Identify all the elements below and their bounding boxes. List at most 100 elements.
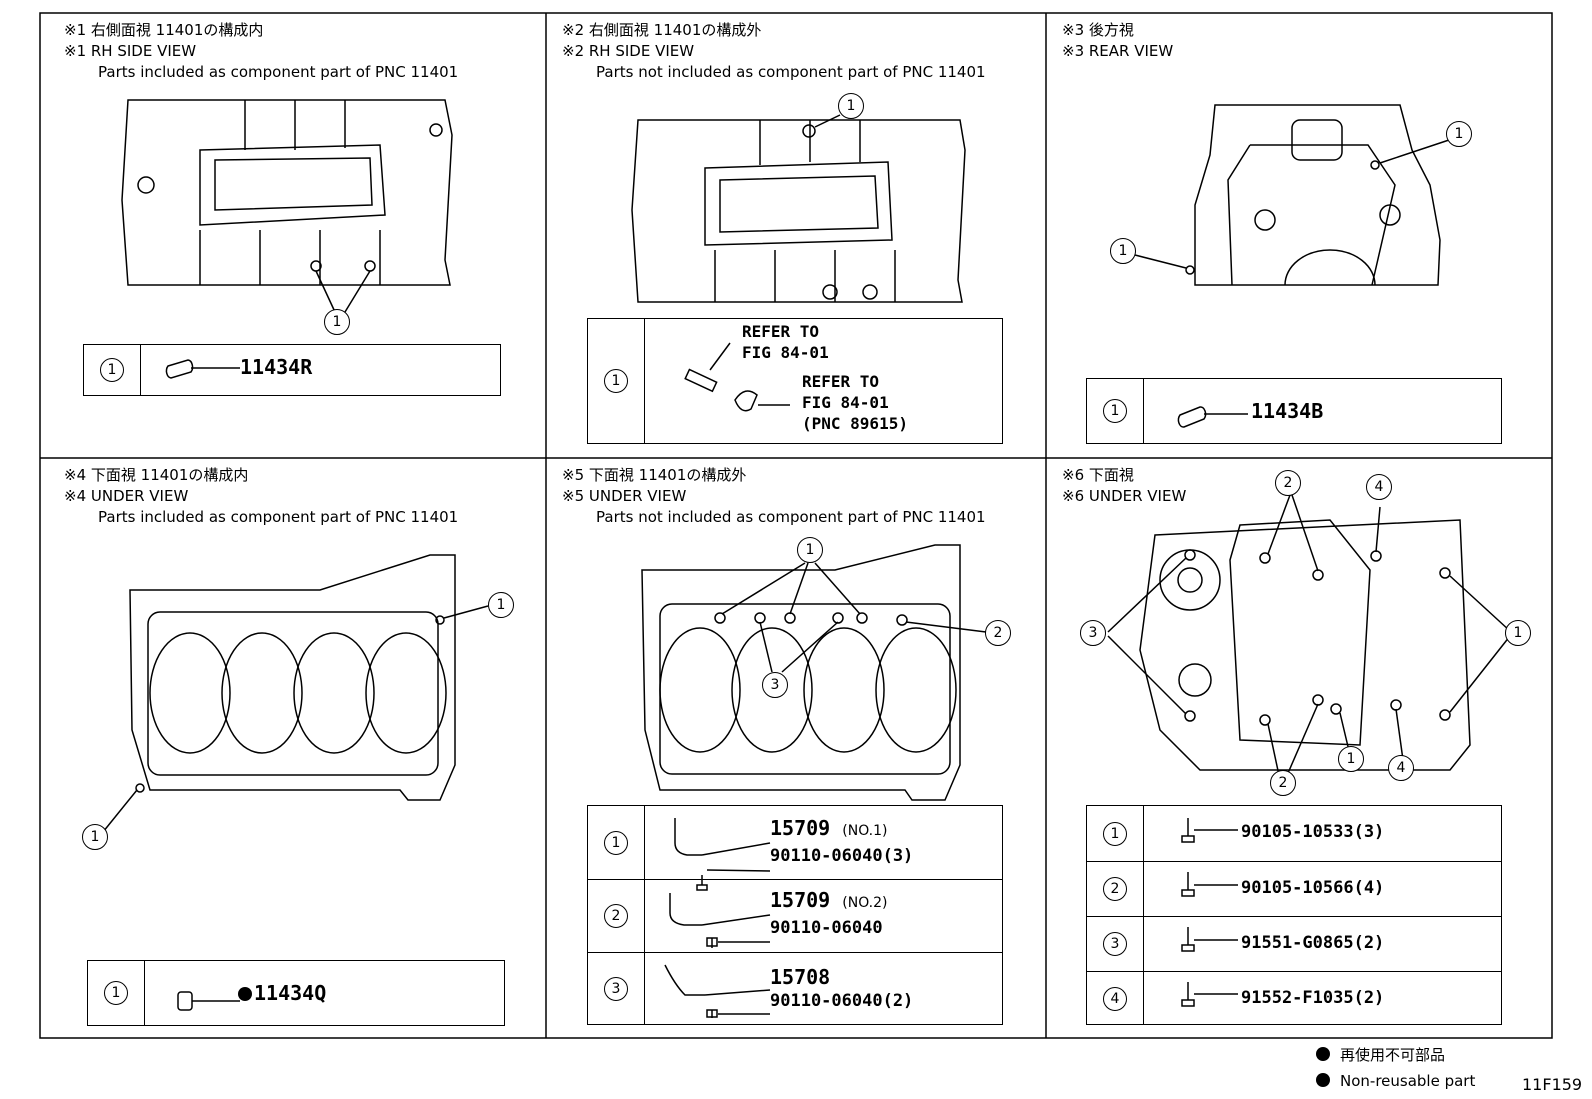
table-row: 1 11434B <box>1087 379 1501 443</box>
cylinder-block-under-4 <box>102 554 489 833</box>
item-number: 2 <box>1103 877 1127 901</box>
table-row: 2 90105-10566(4) <box>1087 861 1501 916</box>
panel-frame <box>39 12 1553 1039</box>
table-row: 1 REFER TO FIG 84-01 REFER TO FIG 84-01 … <box>588 319 1002 443</box>
callout-1: 1 <box>1505 620 1531 646</box>
callout-2: 2 <box>1275 470 1301 496</box>
view-header: ※3 後方視 ※3 REAR VIEW <box>1062 20 1173 62</box>
refer-to-fig[interactable]: REFER TO FIG 84-01 <box>742 322 829 362</box>
callout-4: 4 <box>1388 755 1414 781</box>
table-row: 3 91551-G0865(2) <box>1087 916 1501 971</box>
table-row: 1 15709 (NO.1) 90110-06040(3) <box>588 806 1002 879</box>
cylinder-block-under-5 <box>641 544 987 801</box>
refer-to-fig-pnc[interactable]: REFER TO FIG 84-01 (PNC 89615) <box>802 372 908 433</box>
view-header: ※4 下面視 11401の構成内 ※4 UNDER VIEW Parts inc… <box>64 465 458 528</box>
part-number[interactable]: 90105-10566(4) <box>1241 878 1385 898</box>
bolt-sketches <box>1181 818 1238 1007</box>
view-title-jp: ※5 下面視 11401の構成外 <box>562 466 747 484</box>
parts-table: 1 15709 (NO.1) 90110-06040(3) 2 15709 (N… <box>587 805 1003 1025</box>
view-description: Parts included as component part of PNC … <box>98 508 459 526</box>
view-title-en: ※4 UNDER VIEW <box>64 487 189 505</box>
view-title-en: ※6 UNDER VIEW <box>1062 487 1187 505</box>
view-header: ※6 下面視 ※6 UNDER VIEW <box>1062 465 1186 507</box>
view-title-jp: ※4 下面視 11401の構成内 <box>64 466 249 484</box>
callout-3: 3 <box>1080 620 1106 646</box>
callout-3: 3 <box>762 672 788 698</box>
view-description: Parts not included as component part of … <box>596 63 986 81</box>
bolt-number[interactable]: 90110-06040 <box>770 918 883 938</box>
part-number-text: 11434Q <box>254 981 327 1005</box>
oil-jet-sketches <box>664 818 771 1018</box>
view-title-jp: ※1 右側面視 11401の構成内 <box>64 21 264 39</box>
view-title-jp: ※2 右側面視 11401の構成外 <box>562 21 762 39</box>
parts-table: 1 11434Q <box>87 960 505 1026</box>
item-number: 2 <box>604 904 628 928</box>
callout-1: 1 <box>797 537 823 563</box>
part-number[interactable]: 91552-F1035(2) <box>1241 988 1385 1008</box>
bolt-number[interactable]: 90110-06040(3) <box>770 846 914 866</box>
view-header: ※1 右側面視 11401の構成内 ※1 RH SIDE VIEW Parts … <box>64 20 458 83</box>
item-number: 1 <box>1103 821 1127 846</box>
dowel-pin-sketch-b <box>1177 406 1248 428</box>
dowel-pin-sketch-r <box>165 359 240 379</box>
item-number: 1 <box>1103 399 1127 423</box>
part-number[interactable]: 11434R <box>240 355 313 379</box>
part-number[interactable]: 15709 (NO.2) <box>770 888 887 912</box>
engine-block-rh-side-1 <box>121 99 453 313</box>
legend-item-jp: 再使用不可部品 <box>1316 1042 1475 1068</box>
part-note: (NO.1) <box>842 823 888 839</box>
item-number: 1 <box>104 981 128 1005</box>
table-row: 2 15709 (NO.2) 90110-06040 <box>588 879 1002 952</box>
item-number: 1 <box>604 369 628 393</box>
view-title-en: ※3 REAR VIEW <box>1062 42 1174 60</box>
figure-id: 11F159 <box>1522 1075 1583 1094</box>
callout-2: 2 <box>985 620 1011 646</box>
view-title-jp: ※6 下面視 <box>1062 466 1134 484</box>
bullet-icon <box>1316 1073 1330 1087</box>
callout-1: 1 <box>838 93 864 119</box>
table-row: 1 11434Q <box>88 961 504 1025</box>
callout-2: 2 <box>1270 770 1296 796</box>
callout-1: 1 <box>1110 238 1136 264</box>
part-number[interactable]: 91551-G0865(2) <box>1241 933 1385 953</box>
bolt-number[interactable]: 90110-06040(2) <box>770 991 914 1011</box>
view-description: Parts not included as component part of … <box>596 508 986 526</box>
view-header: ※5 下面視 11401の構成外 ※5 UNDER VIEW Parts not… <box>562 465 986 528</box>
callout-4: 4 <box>1366 474 1392 500</box>
parts-table: 1 11434B <box>1086 378 1502 444</box>
part-note: (NO.2) <box>842 895 888 911</box>
callout-1: 1 <box>488 592 514 618</box>
part-number-text: 15709 <box>770 816 831 840</box>
legend-label-jp: 再使用不可部品 <box>1340 1046 1446 1064</box>
item-number: 3 <box>1103 932 1127 956</box>
table-row: 3 15708 90110-06040(2) <box>588 952 1002 1024</box>
parts-table: 1 11434R <box>83 344 501 396</box>
bullet-icon <box>1316 1047 1330 1061</box>
view-title-en: ※1 RH SIDE VIEW <box>64 42 197 60</box>
cylinder-block-under-6 <box>1107 494 1511 781</box>
legend: 再使用不可部品 Non-reusable part <box>1316 1042 1475 1094</box>
bolt-and-bracket-sketch <box>684 342 790 412</box>
engine-block-rear <box>1134 104 1456 286</box>
part-number[interactable]: 15709 (NO.1) <box>770 816 887 840</box>
parts-table: 1 90105-10533(3) 2 90105-10566(4) 3 9155… <box>1086 805 1502 1025</box>
part-number[interactable]: 11434B <box>1251 399 1324 423</box>
part-number[interactable]: 15708 <box>770 965 831 989</box>
view-title-en: ※5 UNDER VIEW <box>562 487 687 505</box>
parts-table: 1 REFER TO FIG 84-01 REFER TO FIG 84-01 … <box>587 318 1003 444</box>
item-number: 1 <box>604 830 628 855</box>
table-row: 4 91552-F1035(2) <box>1087 971 1501 1025</box>
view-title-en: ※2 RH SIDE VIEW <box>562 42 695 60</box>
callout-1: 1 <box>324 309 350 335</box>
part-number[interactable]: 90105-10533(3) <box>1241 822 1385 842</box>
table-row: 1 90105-10533(3) <box>1087 806 1501 861</box>
part-number[interactable]: 11434Q <box>238 981 326 1005</box>
item-number: 3 <box>604 976 628 1001</box>
callout-1: 1 <box>82 824 108 850</box>
view-header: ※2 右側面視 11401の構成外 ※2 RH SIDE VIEW Parts … <box>562 20 986 83</box>
legend-item-en: Non-reusable part <box>1316 1068 1475 1094</box>
view-title-jp: ※3 後方視 <box>1062 21 1134 39</box>
view-description: Parts included as component part of PNC … <box>98 63 459 81</box>
item-number: 4 <box>1103 986 1127 1011</box>
